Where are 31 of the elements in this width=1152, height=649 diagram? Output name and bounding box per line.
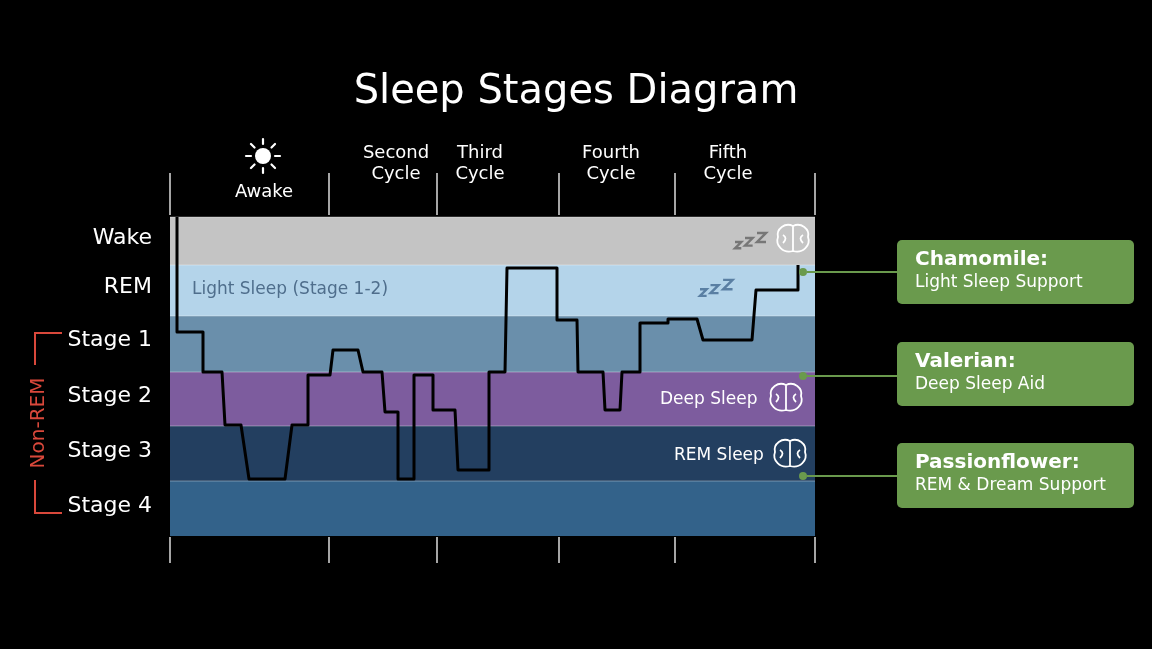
remedy-description: REM & Dream Support [915, 473, 1108, 496]
leader-line [806, 271, 898, 273]
remedy-description: Deep Sleep Aid [915, 372, 1046, 395]
axis-label: Third Cycle [454, 142, 506, 184]
leader-dot [799, 372, 807, 380]
band-label: Deep Sleep [660, 389, 758, 409]
remedy-card [897, 342, 1134, 406]
band-label: REM Sleep [674, 445, 764, 465]
band-label: Light Sleep (Stage 1-2) [192, 279, 388, 299]
group-label: Non-REM [25, 377, 49, 469]
leader-dot [799, 268, 807, 276]
stage-label: Stage 3 [67, 437, 152, 463]
remedy-name: Chamomile: [915, 246, 1050, 270]
stage-label: Stage 2 [67, 382, 152, 408]
axis-label: Fifth Cycle [702, 142, 754, 184]
remedy-card [897, 240, 1134, 304]
remedy-name: Passionflower: [915, 449, 1081, 473]
leader-line [806, 375, 898, 377]
remedy-name: Valerian: [915, 348, 1017, 372]
title: Sleep Stages Diagram [352, 66, 800, 112]
leader-dot [799, 472, 807, 480]
remedy-description: Light Sleep Support [915, 270, 1084, 293]
axis-label: Awake [233, 181, 295, 202]
leader-line [806, 475, 898, 477]
stage-label: Stage 4 [67, 492, 152, 518]
remedy-card [897, 443, 1134, 508]
stage-label: REM [103, 273, 152, 299]
stage-label: Stage 1 [67, 326, 152, 352]
stage-label: Wake [92, 224, 152, 250]
axis-label: Second Cycle [361, 142, 431, 184]
axis-label: Fourth Cycle [581, 142, 641, 184]
